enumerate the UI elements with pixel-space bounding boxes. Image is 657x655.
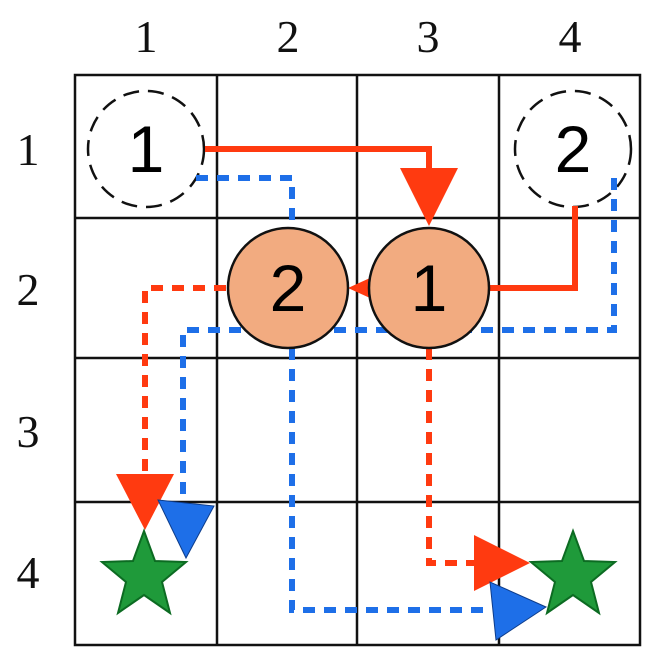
blue-dashed-path-bottom [289,348,492,613]
red-arrowhead-down-row1 [400,168,458,226]
start-marker-1-label: 1 [128,112,165,186]
blue-arrowhead-right-bottom [489,581,548,641]
red-solid-path-agent1 [205,146,432,178]
blue-arrowhead-down-goal1 [157,499,215,560]
agent-2-label: 2 [270,251,307,325]
row-label-1: 1 [17,124,40,175]
red-solid-path-agent2 [488,206,578,291]
start-marker-2-label: 2 [555,112,592,186]
start-marker-1-circle [86,89,206,209]
agent-2-circle [226,226,350,350]
col-label-3: 3 [417,11,440,62]
red-arrowhead-right-goal4 [474,535,530,591]
col-label-4: 4 [559,11,582,62]
row-label-2: 2 [17,264,40,315]
blue-dashed-path-agent1 [196,175,295,226]
col-label-2: 2 [277,11,300,62]
row-label-4: 4 [17,547,40,598]
red-arrowhead-down-goal1 [116,474,174,530]
agent-1-circle [367,226,491,350]
goal-star-cell-4-4 [528,528,618,616]
red-dashed-path-down [426,348,476,566]
red-dashed-path-left [142,285,226,476]
col-label-1: 1 [135,11,158,62]
red-arrowhead-left-row2 [348,278,370,298]
row-label-3: 3 [17,406,40,457]
agent-1-label: 1 [411,251,448,325]
goal-star-cell-4-1 [99,528,189,616]
